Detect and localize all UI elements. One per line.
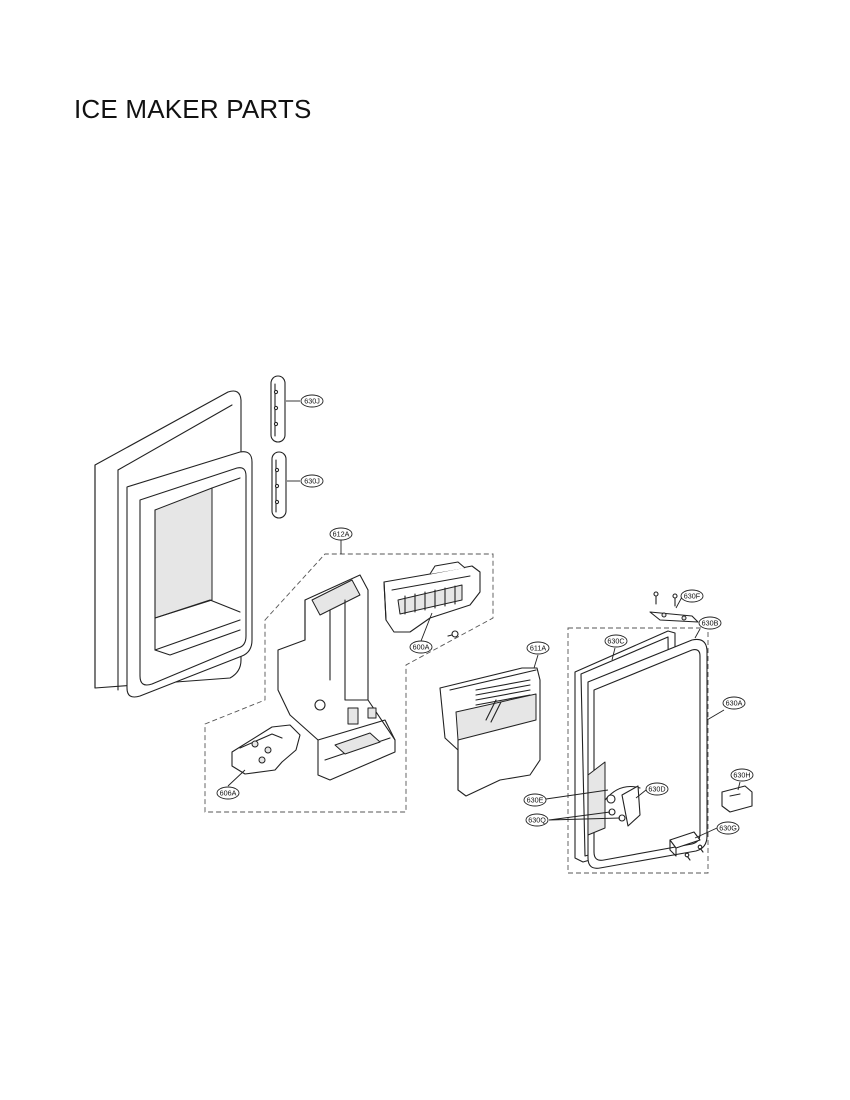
svg-text:611A: 611A [530, 643, 546, 652]
hinge-630f [649, 591, 699, 623]
callout-630q: 630Q [525, 813, 549, 827]
callout-630g: 630G [716, 821, 740, 835]
svg-text:630Q: 630Q [528, 815, 546, 824]
callout-630c: 630C [604, 634, 628, 648]
door-630a [587, 638, 708, 869]
callout-630j-top: 630J [300, 394, 324, 408]
svg-text:630C: 630C [607, 636, 624, 645]
assembly-612a-boundary [204, 553, 494, 813]
cover-611a [439, 667, 541, 797]
bracket-630h [721, 785, 753, 813]
svg-text:606A: 606A [220, 788, 237, 797]
trim-630j-bottom [271, 451, 287, 519]
svg-text:630J: 630J [304, 476, 320, 485]
callout-600a: 600A [409, 640, 433, 654]
callout-630j-bottom: 630J [300, 474, 324, 488]
door-liner [94, 390, 253, 698]
ice-maker-600a [383, 561, 481, 633]
svg-text:630J: 630J [304, 396, 320, 405]
callout-612a: 612A [329, 527, 353, 541]
callout-630e: 630E [523, 793, 547, 807]
part-606a [231, 724, 301, 775]
svg-text:600A: 600A [413, 642, 430, 651]
callout-630h: 630H [730, 768, 754, 782]
callout-606a: 606A [216, 786, 240, 800]
svg-text:630G: 630G [719, 823, 737, 832]
svg-text:630E: 630E [527, 795, 544, 804]
svg-text:612A: 612A [333, 529, 350, 538]
svg-text:630B: 630B [702, 618, 719, 627]
hinge-630g [669, 831, 704, 861]
handle-630d [606, 785, 641, 827]
ice-maker-housing [277, 574, 396, 781]
leader-lines [227, 400, 741, 839]
callout-611a: 611A [526, 641, 550, 655]
callout-630d: 630D [645, 782, 669, 796]
svg-text:630D: 630D [648, 784, 665, 793]
page-title: ICE MAKER PARTS [74, 94, 312, 124]
svg-text:630H: 630H [733, 770, 750, 779]
callout-630b: 630B [698, 616, 722, 630]
svg-text:630F: 630F [684, 591, 701, 600]
callout-630f: 630F [680, 589, 704, 603]
trim-630j-top [270, 375, 286, 443]
screw-600a [447, 630, 459, 638]
callout-630a: 630A [722, 696, 746, 710]
svg-text:630A: 630A [726, 698, 743, 707]
